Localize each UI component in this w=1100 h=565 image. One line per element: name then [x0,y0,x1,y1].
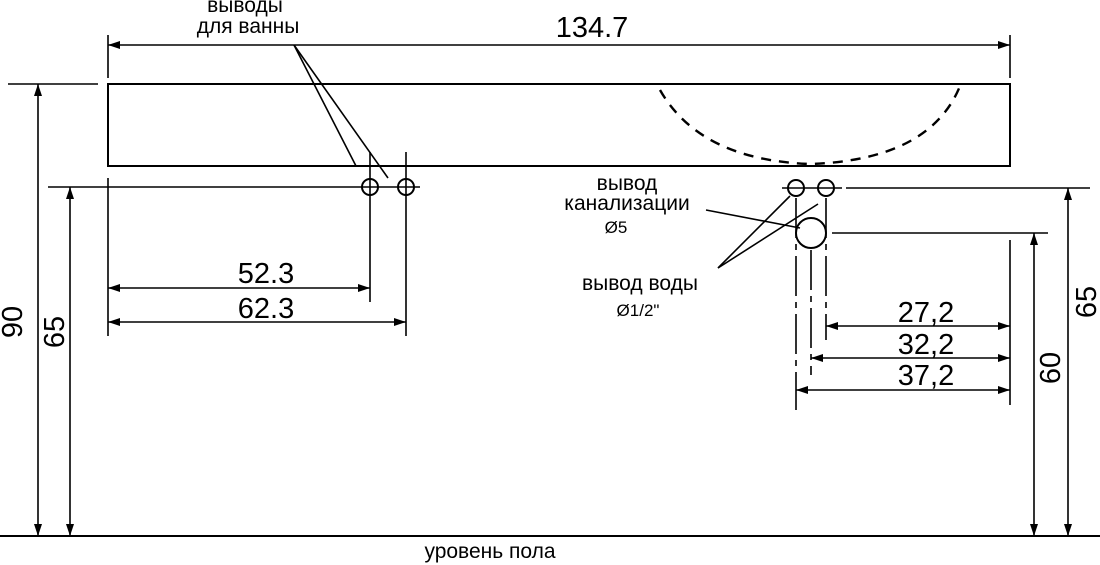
sewer-outlet [795,217,827,249]
right-height-outer-value: 65 [1071,286,1100,318]
bath-outlets-label-line1: выводы [207,0,283,17]
bath-dim-1-value: 52.3 [238,258,294,290]
sink-bowl-outline [658,85,962,166]
left-height-inner-value: 65 [39,316,71,348]
water-leader-2 [717,203,819,269]
right-dim-3-value: 37,2 [898,360,954,392]
floor-level-label: уровень пола [424,540,555,563]
bath-leader-1 [293,44,357,167]
total-width-value: 134.7 [556,12,629,44]
right-dim-1-value: 27,2 [898,297,954,329]
water-outlet-label: вывод воды [582,272,698,295]
bath-dim-2-value: 62.3 [238,293,294,325]
water-diameter-label: Ø1/2" [617,301,660,320]
countertop-slab [107,83,1011,167]
sewer-outlet-label-line1: вывод [597,172,658,195]
bath-outlets-label-line2: для ванны [197,15,300,38]
sewer-outlet-label-line2: канализации [564,192,689,215]
bath-leader-2 [293,44,389,179]
sewer-diameter-label: Ø5 [605,218,628,237]
water-leader-1 [717,195,791,269]
right-height-inner-value: 60 [1035,352,1067,384]
right-dim-2-value: 32,2 [898,329,954,361]
left-height-outer-value: 90 [0,306,29,338]
